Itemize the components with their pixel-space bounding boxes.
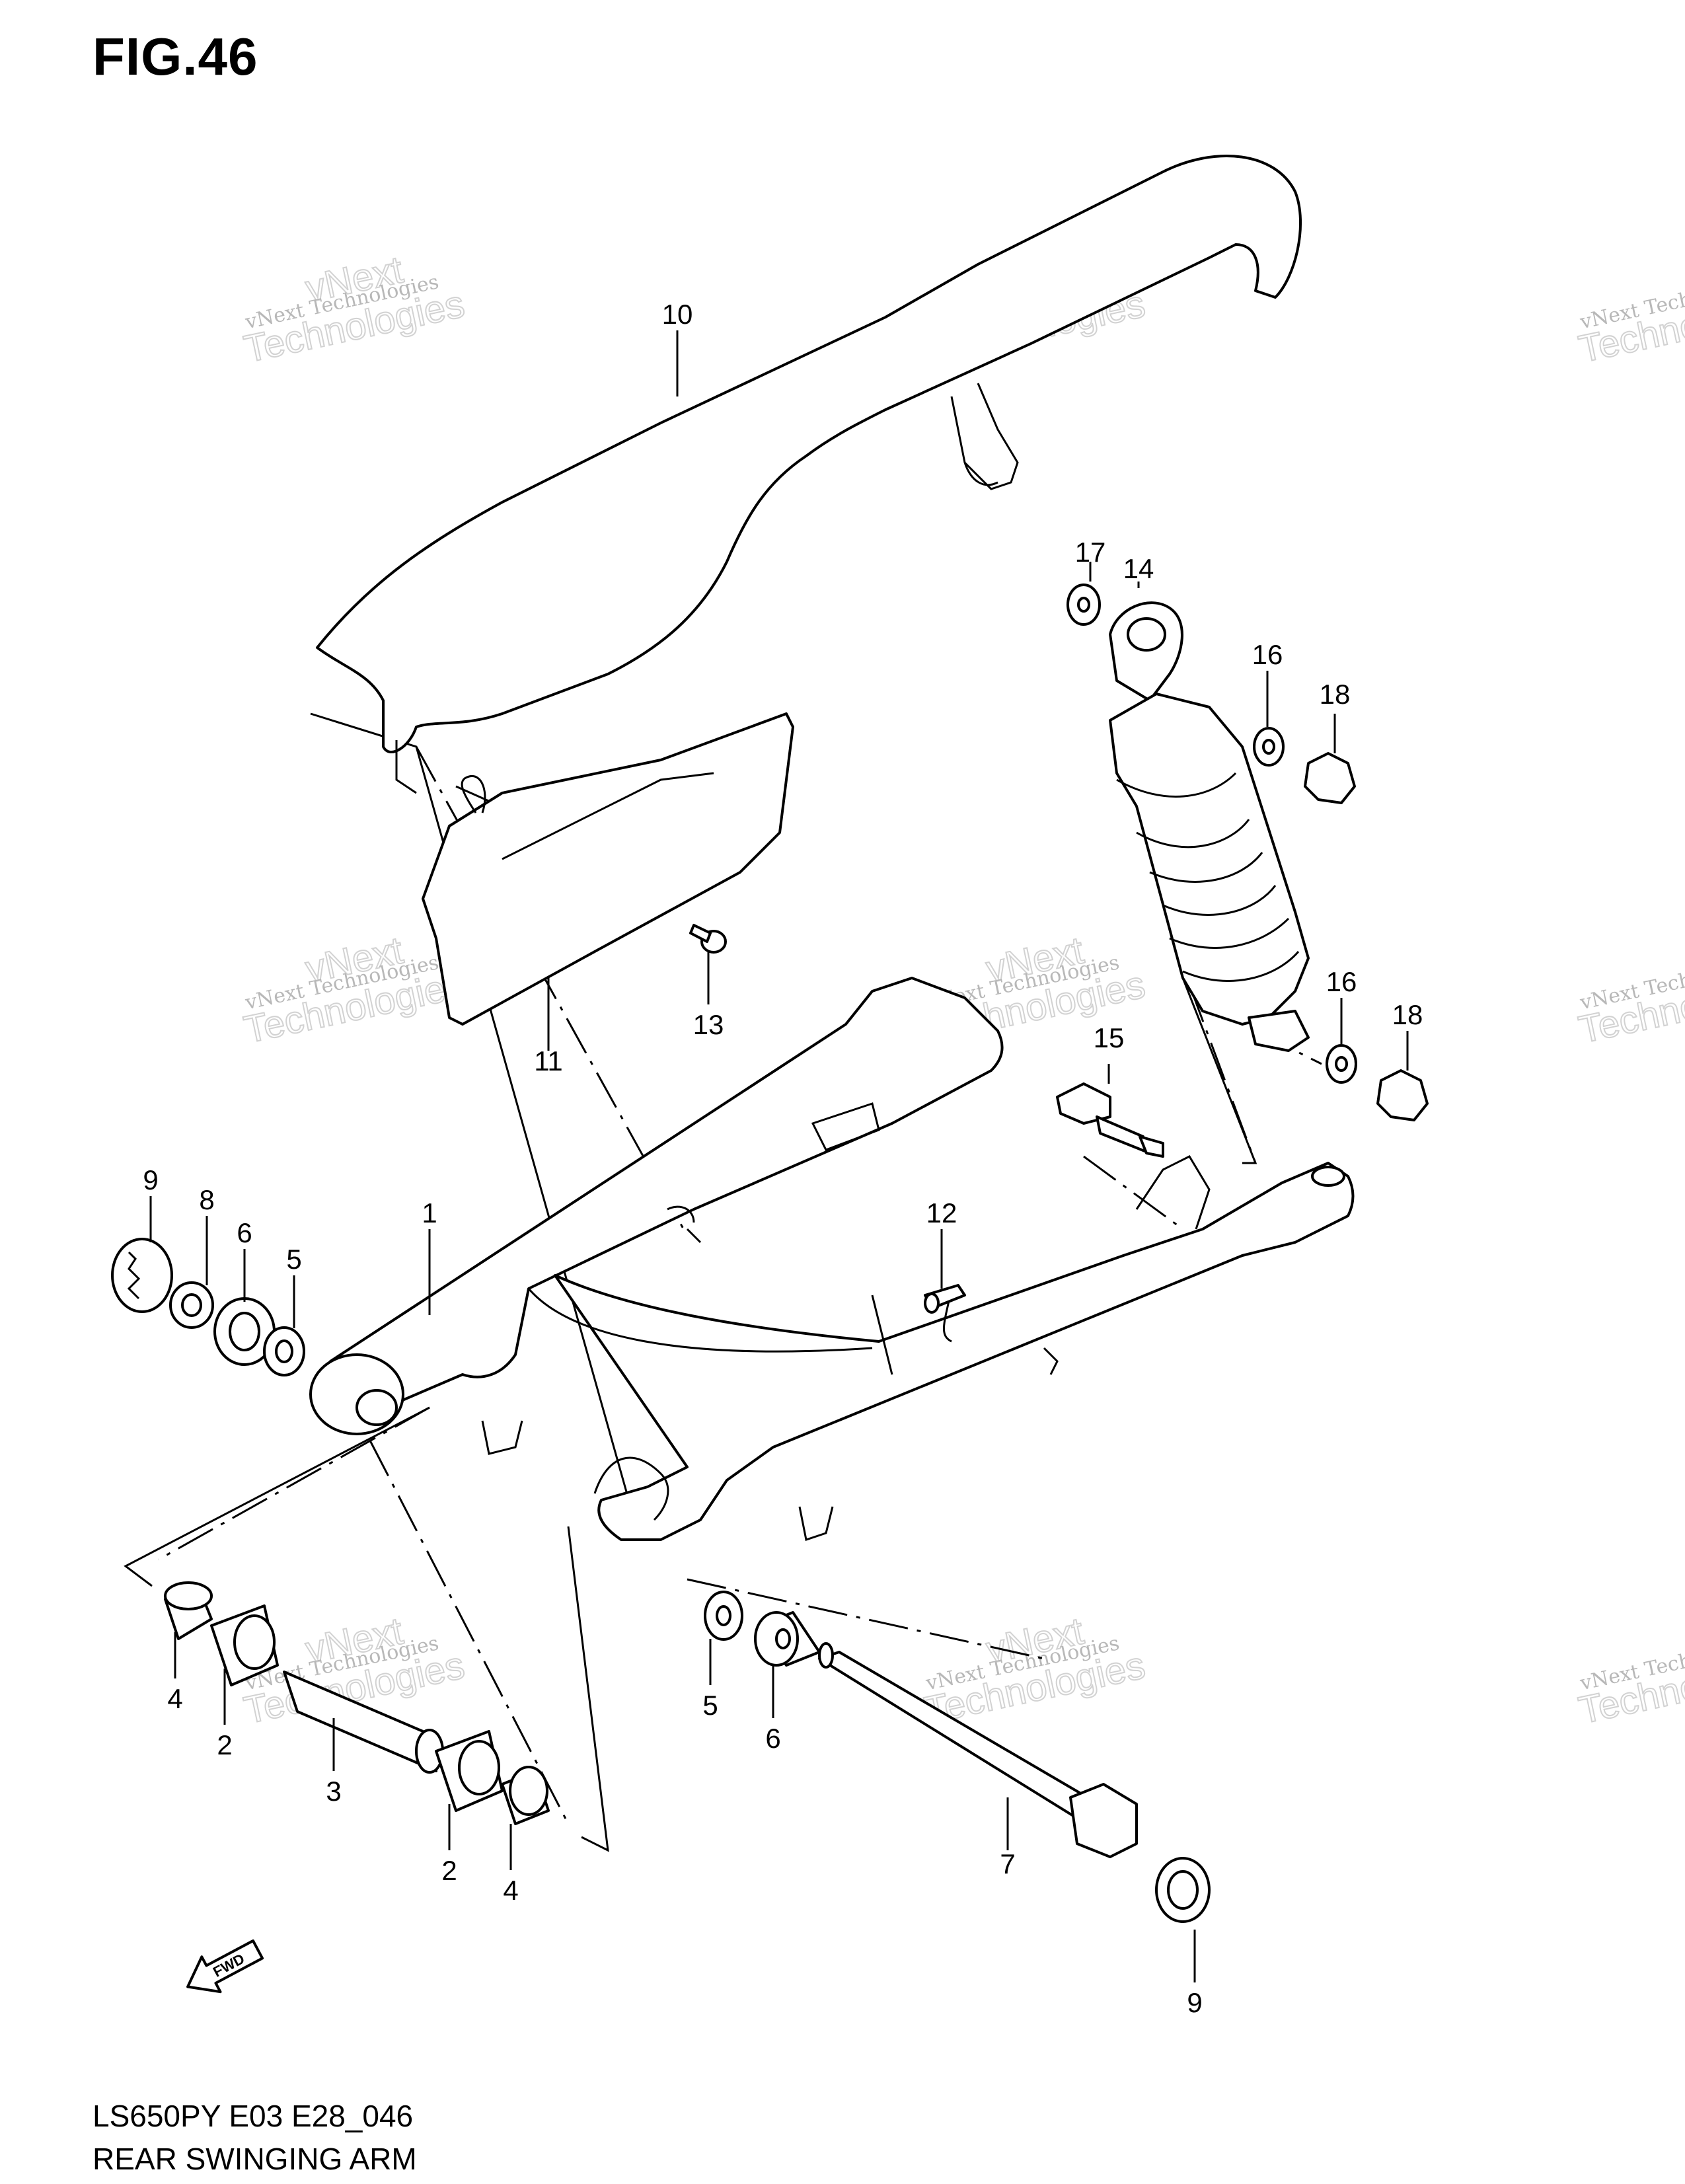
bolt-12 xyxy=(924,1284,966,1314)
watermark: Technologies vNext Technologies xyxy=(1575,270,1685,371)
dashed-line xyxy=(1083,1155,1183,1230)
figure-title: FIG.46 xyxy=(93,27,258,86)
bracket-line xyxy=(124,1406,430,1587)
chain-case xyxy=(316,155,1302,794)
bush-4 xyxy=(501,1766,550,1825)
callout-16: 16 xyxy=(1326,966,1357,997)
callout-7: 7 xyxy=(1000,1848,1015,1879)
leader-lines xyxy=(149,330,1409,1982)
figure-code: LS650PY E03 E28_046 xyxy=(93,2099,414,2133)
callout-8: 8 xyxy=(199,1184,214,1215)
callout-18: 18 xyxy=(1320,679,1351,710)
callout-5: 5 xyxy=(702,1690,718,1721)
callout-6: 6 xyxy=(765,1723,780,1754)
watermark: Technologies vNext vNext Technologies xyxy=(920,1608,1150,1733)
watermark: Technologies vNext Technologies xyxy=(1575,951,1685,1052)
dashed-line xyxy=(369,1440,570,1825)
callout-2: 2 xyxy=(441,1855,457,1886)
callout-1: 1 xyxy=(422,1197,437,1228)
callout-6: 6 xyxy=(237,1217,252,1248)
callout-9: 9 xyxy=(1187,1987,1202,2018)
callout-4: 4 xyxy=(503,1875,518,1906)
watermark: Technologies vNext Technologies xyxy=(1575,1632,1685,1733)
bearing-6 xyxy=(754,1611,821,1667)
dashed-line xyxy=(1188,984,1257,1164)
dashed-line xyxy=(158,1406,430,1561)
bush-4 xyxy=(164,1581,213,1640)
callout-18: 18 xyxy=(1392,999,1423,1030)
bolt-15 xyxy=(1056,1082,1164,1158)
callouts: 1 9 8 6 5 10 11 13 12 17 14 16 18 16 18 … xyxy=(143,299,1423,2018)
nut-18 xyxy=(1304,752,1356,804)
watermark: Technologies vNext vNext Technologies xyxy=(240,247,469,371)
bearing-2 xyxy=(435,1730,504,1812)
swing-arm xyxy=(309,977,1355,1541)
callout-9: 9 xyxy=(143,1164,158,1195)
callout-17: 17 xyxy=(1075,537,1106,568)
cap-9 xyxy=(111,1238,173,1313)
nut-18 xyxy=(1376,1069,1429,1121)
callout-11: 11 xyxy=(534,1045,563,1076)
callout-2: 2 xyxy=(217,1729,232,1760)
cover-plate xyxy=(422,712,794,1026)
shock-absorber xyxy=(1109,601,1310,1052)
callout-10: 10 xyxy=(662,299,693,330)
callout-13: 13 xyxy=(693,1009,724,1040)
bracket-line xyxy=(567,1526,609,1852)
sleeve-3 xyxy=(283,1671,444,1774)
figure-name: REAR SWINGING ARM xyxy=(93,2142,417,2176)
callout-16: 16 xyxy=(1252,639,1283,670)
bolt-13 xyxy=(689,924,727,954)
watermark: Technologies vNext vNext Technologies xyxy=(240,928,469,1052)
cap-9 xyxy=(1155,1857,1211,1923)
pivot-shaft-7 xyxy=(818,1642,1138,1858)
callout-14: 14 xyxy=(1123,553,1154,584)
fwd-arrow: FWD xyxy=(186,1939,264,1994)
callout-5: 5 xyxy=(286,1244,301,1275)
callout-3: 3 xyxy=(326,1776,341,1807)
bearing-2 xyxy=(210,1604,279,1686)
callout-12: 12 xyxy=(926,1197,957,1228)
callout-15: 15 xyxy=(1094,1022,1125,1053)
callout-4: 4 xyxy=(167,1683,182,1714)
